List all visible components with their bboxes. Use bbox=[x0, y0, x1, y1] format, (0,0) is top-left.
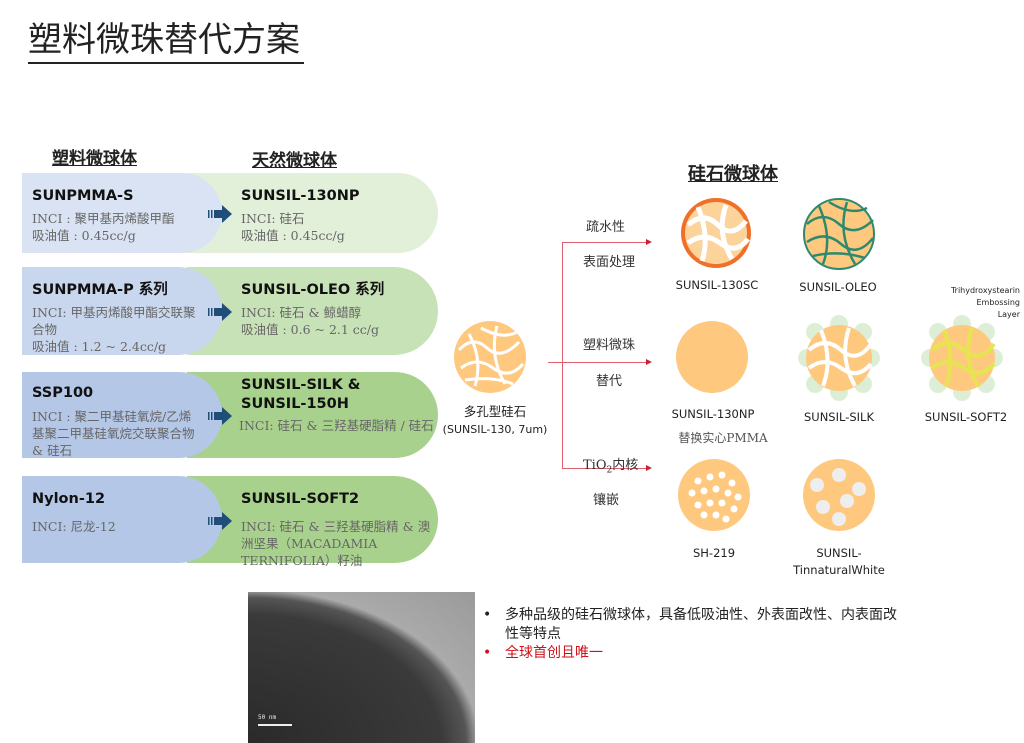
center-label: 多孔型硅石 bbox=[463, 404, 527, 419]
scale-bar bbox=[258, 724, 292, 726]
plastic-name: SUNPMMA-P 系列 bbox=[32, 282, 168, 298]
sphere-label: SUNSIL-SOFT2 bbox=[924, 410, 1008, 424]
natural-header: 天然微球体 bbox=[252, 151, 337, 171]
plastic-name: Nylon-12 bbox=[32, 491, 106, 507]
branch-arrow-2 bbox=[562, 362, 648, 363]
sunsil-silk-sphere-icon bbox=[798, 315, 880, 401]
branch-arrow-3 bbox=[562, 468, 648, 469]
bullet-text: 多种品级的硅石微球体，具备低吸油性、外表面改性、内表面改性等特点 bbox=[505, 607, 897, 642]
soft2-note: Trihydroxystearin bbox=[950, 286, 1020, 295]
plastic-box bbox=[22, 476, 222, 563]
core-text: 内核 bbox=[612, 458, 639, 473]
branch-label: 塑料微珠 bbox=[583, 338, 636, 353]
bullet-list: • 多种品级的硅石微球体，具备低吸油性、外表面改性、内表面改性等特点 • 全球首创且… bbox=[483, 606, 903, 663]
plastic-name: SSP100 bbox=[32, 385, 94, 401]
branch-label: 替代 bbox=[596, 374, 623, 389]
sphere-label: SUNSIL-130SC bbox=[675, 278, 759, 292]
arrowhead-icon bbox=[646, 465, 652, 471]
natural-desc: INCI: 硅石 & 三羟基硬脂精 & 澳 bbox=[241, 519, 431, 534]
plastic-desc: INCI: 尼龙-12 bbox=[32, 519, 116, 534]
branch-trunk bbox=[562, 242, 563, 468]
sh-219-sphere-icon bbox=[678, 459, 750, 531]
bullet-item: • 多种品级的硅石微球体，具备低吸油性、外表面改性、内表面改性等特点 bbox=[483, 606, 903, 644]
plastic-desc: 基聚二甲基硅氧烷交联聚合物 bbox=[32, 426, 195, 441]
comparison-row: SUNPMMA-P 系列 INCI: 甲基丙烯酸甲酯交联聚合物吸油值 : 1.2 … bbox=[22, 267, 438, 355]
silica-header: 硅石微球体 bbox=[688, 164, 778, 185]
plastic-desc: 吸油值 : 0.45cc/g bbox=[32, 228, 136, 243]
branch-label: 镶嵌 bbox=[593, 493, 620, 508]
right-arrow-icon bbox=[208, 303, 232, 321]
plastic-name: SUNPMMA-S bbox=[32, 188, 134, 204]
bullet-item: • 全球首创且唯一 bbox=[483, 644, 903, 663]
sphere-label: SH-219 bbox=[692, 546, 736, 560]
tem-micrograph: 50 nm bbox=[248, 592, 475, 743]
arrowhead-icon bbox=[646, 239, 652, 245]
branch-arrow-1 bbox=[562, 242, 648, 243]
page-title: 塑料微珠替代方案 bbox=[28, 18, 304, 64]
arrowhead-icon bbox=[646, 359, 652, 365]
right-arrow-icon bbox=[208, 407, 232, 425]
plastic-box bbox=[22, 267, 222, 355]
natural-desc: 吸油值 : 0.6 ~ 2.1 cc/g bbox=[241, 322, 380, 337]
plastic-box bbox=[22, 372, 222, 458]
tio-text: TiO bbox=[583, 458, 607, 473]
natural-name: SUNSIL-150H bbox=[241, 396, 349, 412]
center-sublabel: (SUNSIL-130, 7um) bbox=[442, 423, 548, 436]
sunsil-130np-sphere-icon bbox=[676, 321, 748, 393]
sphere-note: 替换实心PMMA bbox=[678, 431, 768, 445]
natural-name: SUNSIL-SOFT2 bbox=[241, 491, 360, 507]
plastic-box bbox=[22, 173, 222, 253]
scale-label: 50 nm bbox=[258, 714, 277, 721]
soft2-note: Embossing bbox=[976, 298, 1020, 307]
plastic-desc: INCI : 聚二甲基硅氧烷/乙烯 bbox=[32, 409, 192, 424]
branch-label: TiO2内核 bbox=[583, 454, 638, 476]
sphere-label: SUNSIL-130NP bbox=[671, 407, 755, 421]
natural-desc: INCI: 硅石 bbox=[241, 211, 305, 226]
tio-subscript: 2 bbox=[606, 465, 613, 476]
bullet-dot: • bbox=[483, 607, 492, 623]
right-arrow-icon bbox=[208, 511, 232, 530]
right-arrow-icon bbox=[208, 205, 232, 223]
plastic-header: 塑料微球体 bbox=[52, 149, 137, 169]
sphere-label: SUNSIL-SILK bbox=[803, 410, 874, 424]
soft2-note: Layer bbox=[997, 310, 1020, 319]
branch-label: 疏水性 bbox=[586, 220, 626, 235]
branch-connector bbox=[548, 362, 562, 363]
sphere-label: SUNSIL-OLEO bbox=[799, 280, 877, 294]
plastic-desc: & 硅石 bbox=[32, 443, 73, 458]
sphere-label: TinnaturalWhite bbox=[793, 563, 885, 577]
plastic-desc: 吸油值 : 1.2 ~ 2.4cc/g bbox=[32, 339, 167, 354]
porous-silica-sphere-icon bbox=[454, 321, 526, 393]
sunsil-soft2-sphere-icon bbox=[921, 315, 1003, 401]
natural-name: SUNSIL-OLEO 系列 bbox=[241, 282, 385, 298]
natural-name: SUNSIL-130NP bbox=[241, 188, 360, 204]
natural-desc: 洲坚果（MACADAMIA bbox=[241, 536, 378, 551]
sunsil-tinnaturalwhite-sphere-icon bbox=[803, 459, 875, 531]
natural-desc: 吸油值 : 0.45cc/g bbox=[241, 228, 345, 243]
branch-label: 表面处理 bbox=[583, 255, 636, 270]
plastic-desc: 合物 bbox=[32, 322, 58, 337]
bullet-dot: • bbox=[483, 645, 492, 661]
sphere-label: SUNSIL- bbox=[816, 546, 862, 560]
natural-desc: INCI: 硅石 & 三羟基硬脂精 / 硅石 bbox=[239, 418, 434, 433]
natural-desc: TERNIFOLIA）籽油 bbox=[241, 553, 363, 568]
plastic-desc: INCI: 甲基丙烯酸甲酯交联聚 bbox=[32, 305, 196, 320]
sunsil-130sc-sphere-icon bbox=[681, 198, 751, 268]
bullet-text: 全球首创且唯一 bbox=[505, 645, 603, 661]
sunsil-oleo-sphere-icon bbox=[803, 198, 875, 270]
plastic-desc: INCI : 聚甲基丙烯酸甲酯 bbox=[32, 211, 175, 226]
natural-desc: INCI: 硅石 & 鲸蜡醇 bbox=[241, 305, 362, 320]
natural-name: SUNSIL-SILK & bbox=[241, 377, 361, 393]
